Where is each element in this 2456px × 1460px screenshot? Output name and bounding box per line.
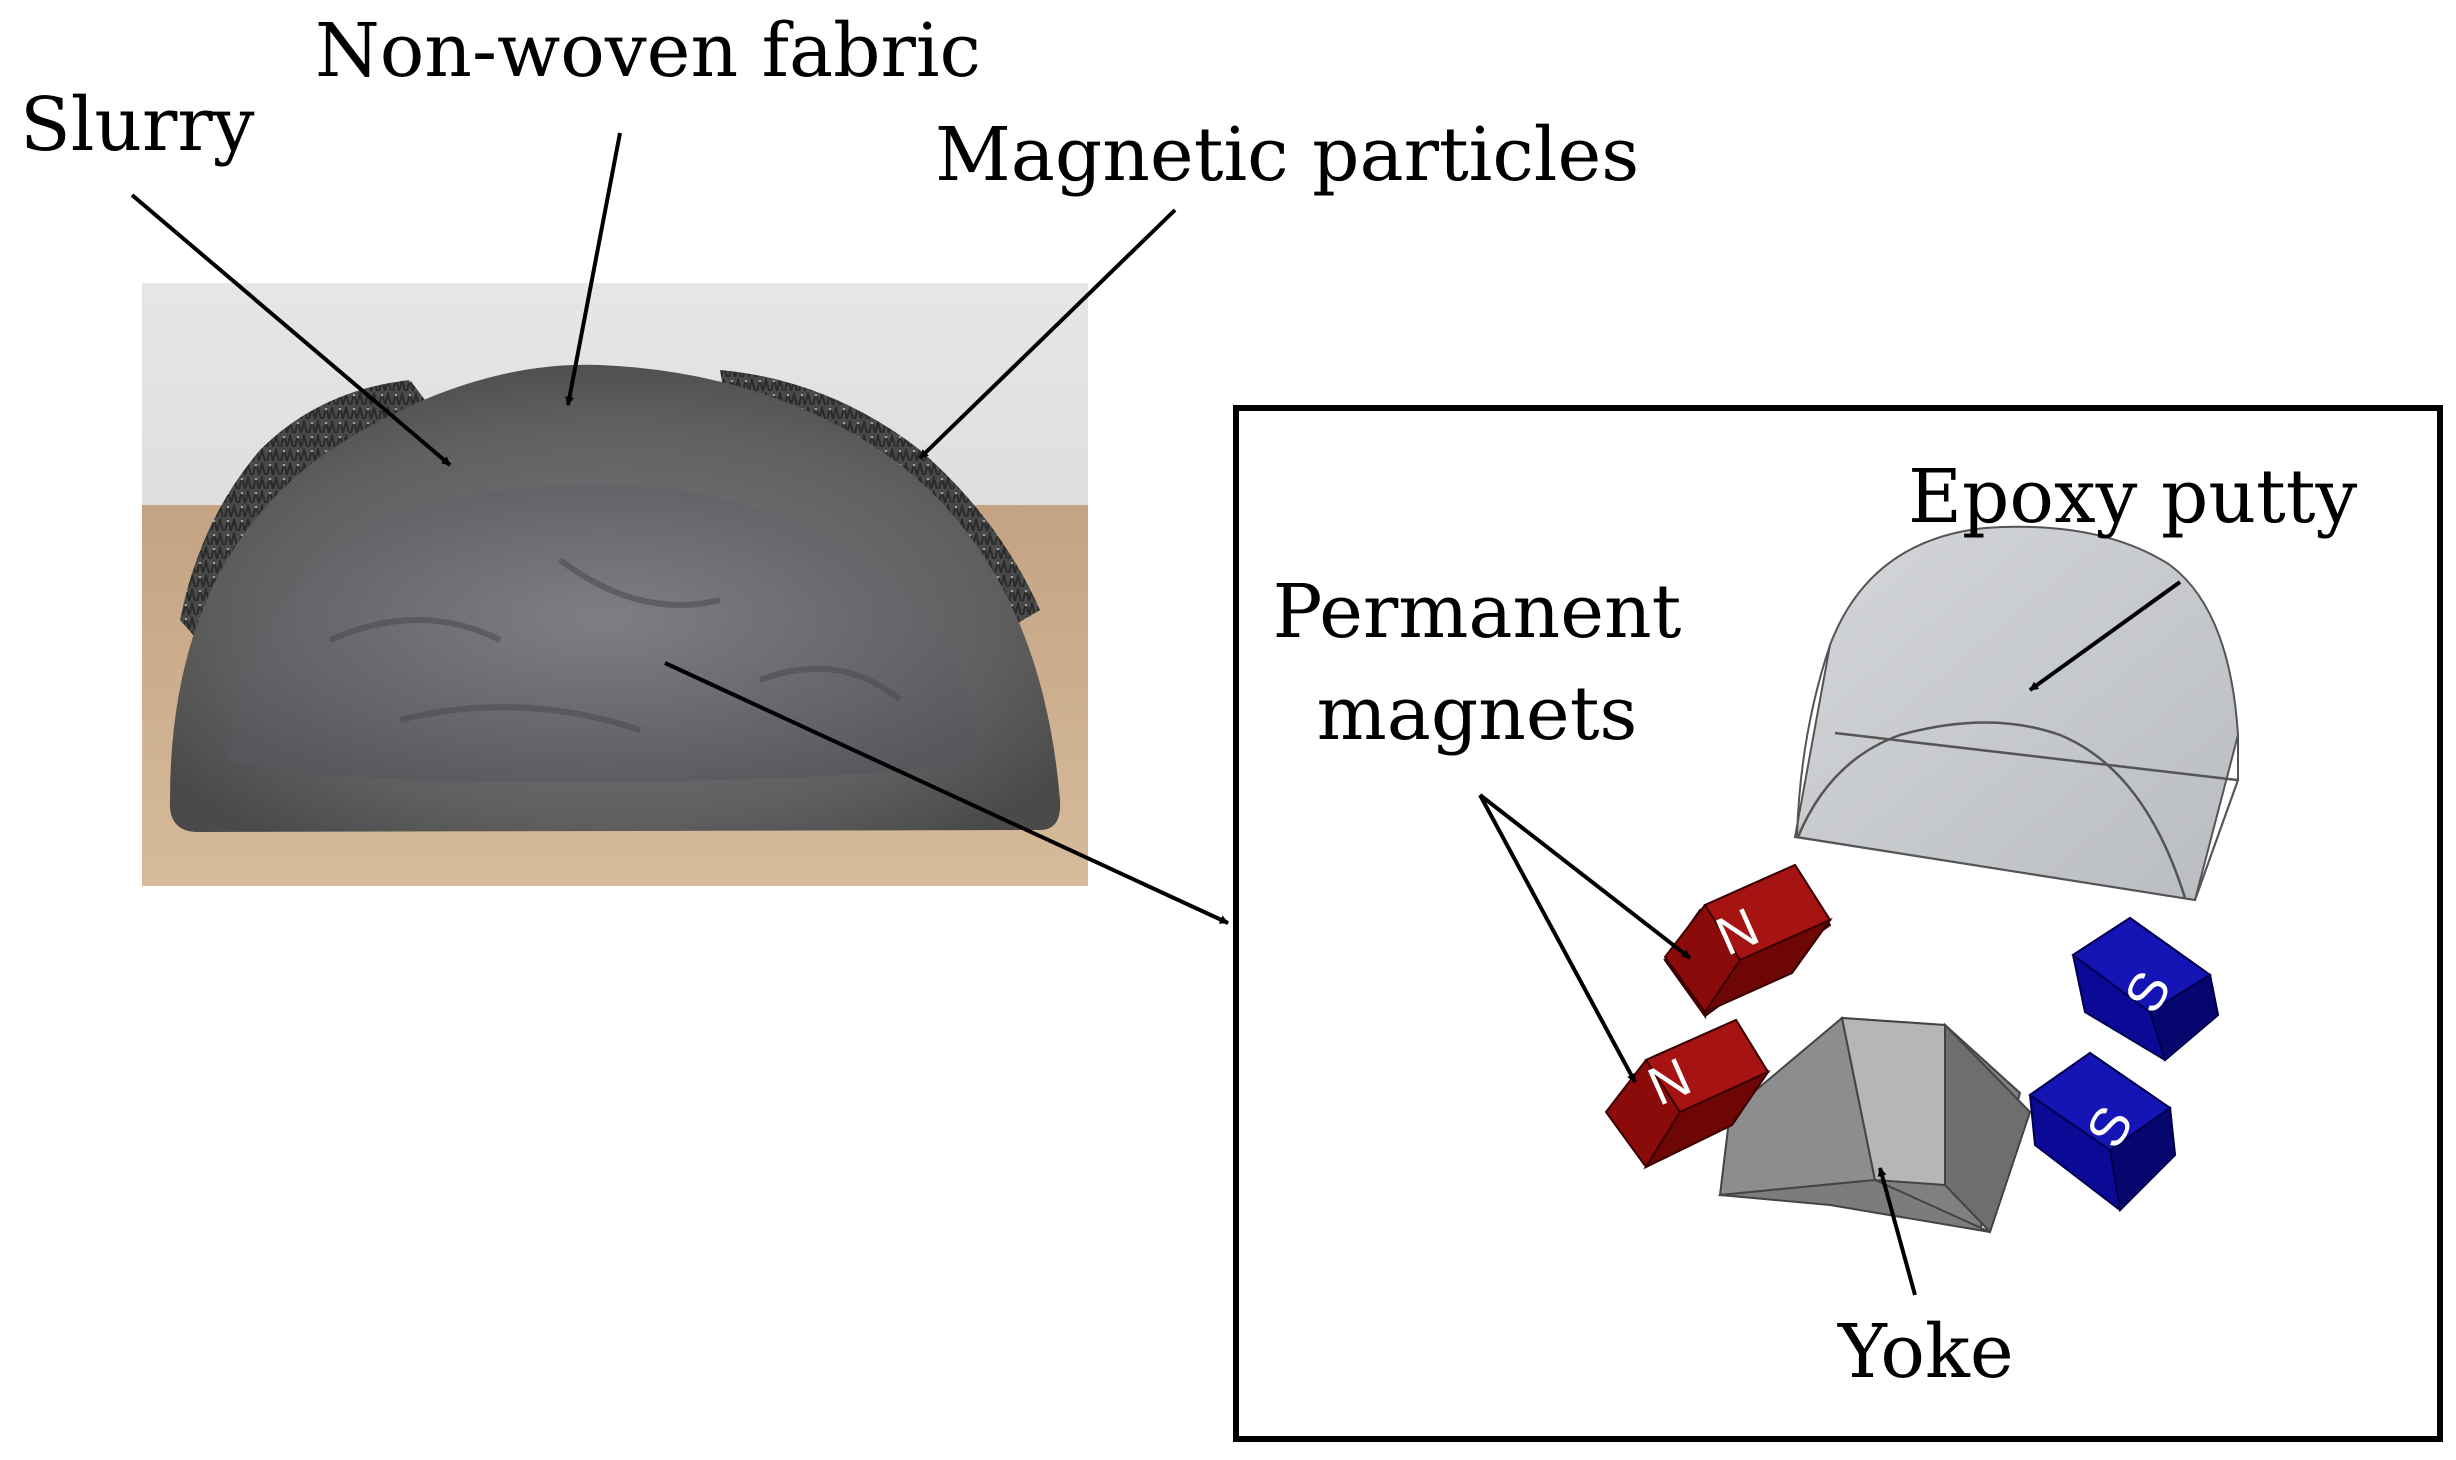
arrow-non-woven-fabric [565, 132, 622, 406]
specimen-photo [142, 283, 1088, 886]
label-yoke: Yoke [1838, 1309, 2014, 1395]
arrow-yoke [1877, 1167, 1917, 1296]
label-magnetic-particles: Magnetic particles [935, 112, 1640, 198]
label-permanent-magnets-line2: magnets [1316, 671, 1638, 757]
leader-arrows [130, 132, 2182, 1296]
label-permanent-magnets-line1: Permanent [1272, 569, 1682, 655]
south-magnet-upper [2071, 916, 2220, 1062]
slurry-core [230, 484, 975, 783]
arrow-permanent-magnets-upper [1478, 793, 1692, 960]
label-non-woven-fabric: Non-woven fabric [315, 8, 981, 94]
north-magnet-upper [1663, 863, 1833, 1020]
arrow-slurry [130, 193, 452, 467]
south-magnet-lower [2028, 1051, 2177, 1213]
label-epoxy-putty: Epoxy putty [1908, 454, 2358, 540]
arrow-magnetic-particles [918, 208, 1177, 460]
yoke-model [1717, 1016, 2032, 1234]
label-slurry: Slurry [20, 82, 255, 168]
arrow-to-model [664, 661, 1229, 925]
model-frame [1233, 405, 2443, 1442]
arrow-epoxy-putty [2028, 580, 2182, 692]
epoxy-putty-model [1793, 525, 2240, 902]
arrow-permanent-magnets-lower [1478, 794, 1637, 1083]
north-magnet-lower [1604, 1018, 1771, 1170]
